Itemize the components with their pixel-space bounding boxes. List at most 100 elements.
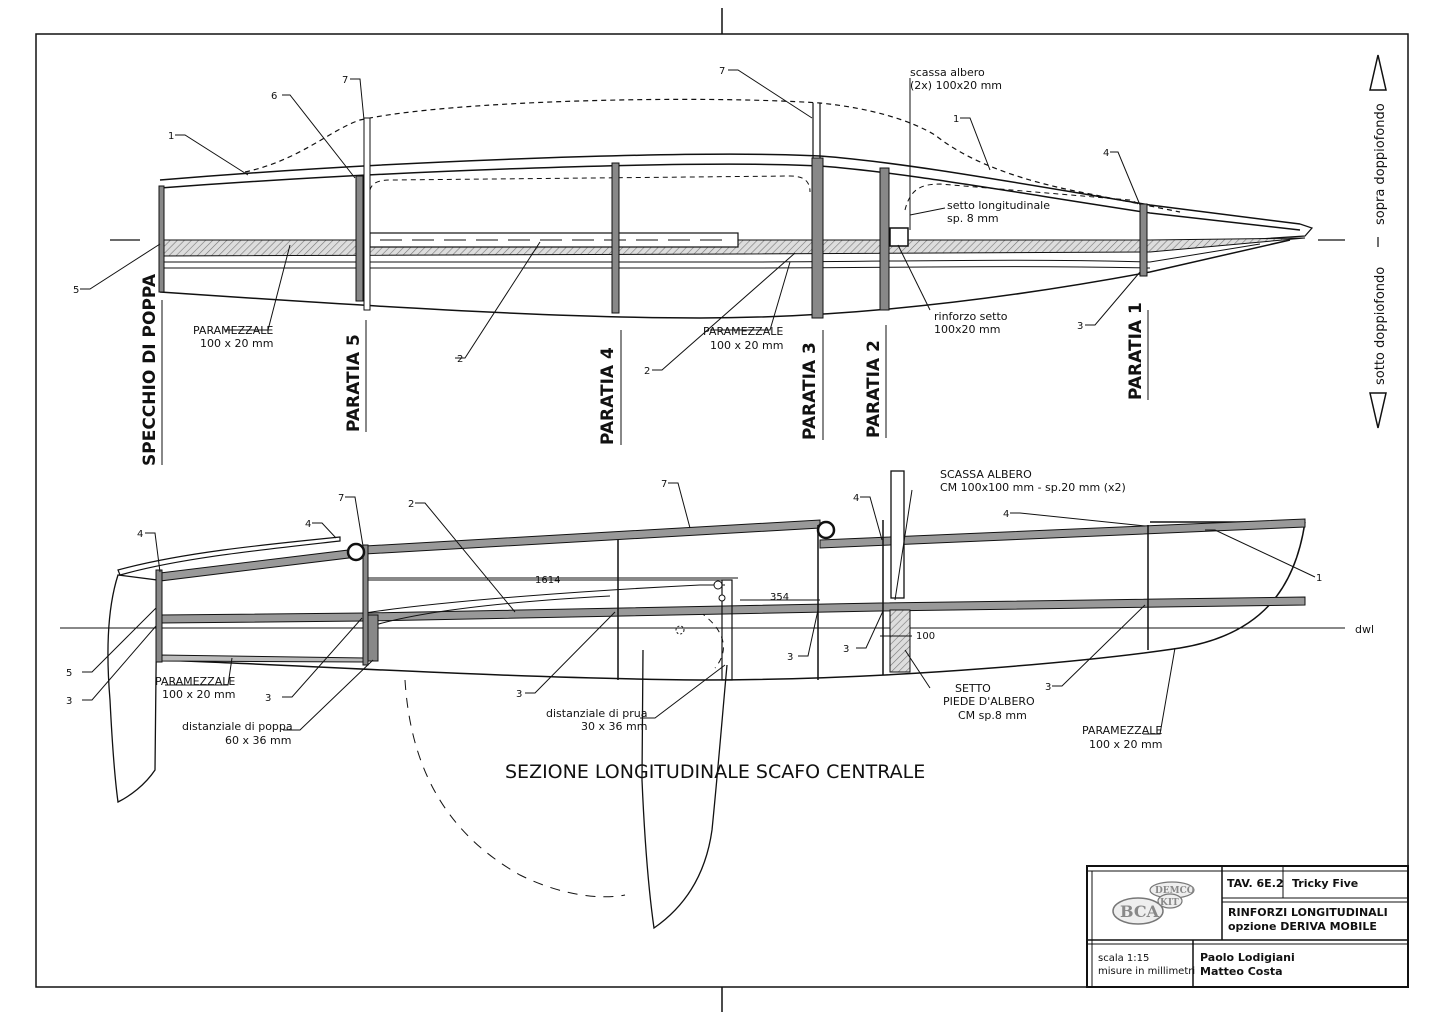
station-paratia-5: PARATIA 5	[344, 334, 364, 432]
daggerboard	[641, 649, 728, 930]
transom-frame	[158, 185, 165, 293]
callout-6: 6	[271, 91, 277, 102]
top-view	[80, 54, 1387, 465]
scassa-label-2: (2x) 100x20 mm	[910, 79, 1002, 92]
setto-long-label-2: sp. 8 mm	[947, 212, 999, 225]
rinforzo-label-2: 100x20 mm	[934, 323, 1000, 336]
subject-line-1: RINFORZI LONGITUDINALI	[1228, 906, 1388, 919]
station-paratia-1: PARATIA 1	[1126, 302, 1146, 400]
project-name: Tricky Five	[1292, 877, 1358, 890]
hull-lower-outline	[159, 239, 1291, 319]
author-1: Paolo Lodigiani	[1200, 951, 1295, 964]
mast-stub	[890, 470, 905, 599]
callout-1a: 1	[168, 131, 174, 142]
side-callout-5: 5	[66, 668, 72, 679]
bulkhead-5	[355, 175, 364, 302]
hull-side-outline	[159, 521, 1306, 681]
dwl-label: dwl	[1355, 623, 1374, 636]
dim-100: 100	[916, 631, 935, 642]
sheet-border	[35, 33, 1409, 988]
arrow-up-icon	[1369, 54, 1387, 91]
tube-aft	[346, 542, 366, 562]
daggerboard-case	[721, 579, 733, 681]
tube-fwd	[816, 520, 836, 540]
setto-long-label-1: setto longitudinale	[947, 199, 1050, 212]
side-callout-7b: 7	[661, 479, 667, 490]
arrow-down-icon	[1369, 392, 1387, 429]
side-callout-4c: 4	[853, 493, 859, 504]
station-paratia-4: PARATIA 4	[598, 347, 618, 445]
scassa-label-1: scassa albero	[910, 66, 985, 79]
side-view	[60, 470, 1345, 930]
callout-7b: 7	[719, 66, 725, 77]
bulkhead-1	[1139, 203, 1148, 277]
logo-demco: DEMCO	[1155, 886, 1195, 896]
side-callout-3f: 3	[1045, 682, 1051, 693]
station-paratia-2: PARATIA 2	[864, 340, 884, 438]
side-callout-3d: 3	[787, 652, 793, 663]
scale: scala 1:15	[1098, 953, 1149, 964]
section-title: SEZIONE LONGITUDINALE SCAFO CENTRALE	[505, 761, 925, 783]
deck-upper	[159, 547, 366, 582]
callout-4: 4	[1103, 148, 1109, 159]
bulkhead-4	[611, 162, 620, 314]
author-2: Matteo Costa	[1200, 965, 1283, 978]
subject-line-2: opzione DERIVA MOBILE	[1228, 920, 1377, 933]
side-callout-2: 2	[408, 499, 414, 510]
side-paramezzale-b-2: 100 x 20 mm	[1089, 738, 1162, 751]
deck-dashed-outline	[244, 98, 1181, 213]
setto-piede-albero	[889, 609, 911, 673]
paramezzale-top-a-1: PARAMEZZALE	[193, 324, 273, 337]
side-callout-3e: 3	[843, 644, 849, 655]
bulkhead-2	[879, 167, 890, 311]
side-callout-4d: 4	[1003, 509, 1009, 520]
dist-prua-1: distanziale di prua	[546, 707, 647, 720]
dim-354: 354	[770, 592, 789, 603]
side-scassa-2: CM 100x100 mm - sp.20 mm (x2)	[940, 481, 1126, 494]
side-setto-1: SETTO	[955, 682, 991, 695]
label-sotto-doppiofondo: sotto doppiofondo	[1373, 267, 1388, 385]
side-callout-3a: 3	[66, 696, 72, 707]
side-bulkhead-transom	[155, 569, 163, 663]
side-callout-7a: 7	[338, 493, 344, 504]
label-sopra-doppiofondo: sopra doppiofondo	[1373, 103, 1388, 225]
side-callout-3b: 3	[265, 693, 271, 704]
side-paramezzale-b-1: PARAMEZZALE	[1082, 724, 1162, 737]
side-callout-4b: 4	[305, 519, 311, 530]
dist-poppa-1: distanziale di poppa	[182, 720, 293, 733]
callout-1b: 1	[953, 114, 959, 125]
side-callout-3c: 3	[516, 689, 522, 700]
logo-bca: BCA	[1120, 902, 1160, 921]
paramezzale-top-b-1: PARAMEZZALE	[703, 325, 783, 338]
station-transom: SPECCHIO DI POPPA	[140, 273, 160, 466]
side-paramezzale-a-2: 100 x 20 mm	[162, 688, 235, 701]
side-bulkhead-5	[362, 544, 369, 666]
dim-1614: 1614	[535, 575, 560, 586]
bca-logo	[1112, 881, 1195, 925]
side-paramezzale-a-1: PARAMEZZALE	[155, 675, 235, 688]
units: misure in millimetri	[1098, 966, 1195, 977]
daggerboard-swing-arc	[404, 679, 626, 898]
callout-7a: 7	[342, 75, 348, 86]
dist-poppa-2: 60 x 36 mm	[225, 734, 291, 747]
hull-upper-outline	[159, 153, 1301, 225]
bulkhead-3	[811, 157, 824, 319]
rudder	[107, 574, 158, 803]
side-setto-3: CM sp.8 mm	[958, 709, 1027, 722]
callout-2b: 2	[644, 366, 650, 377]
tav-number: TAV. 6E.2	[1227, 877, 1284, 890]
paramezzale-top-b-2: 100 x 20 mm	[710, 339, 783, 352]
side-scassa-1: SCASSA ALBERO	[940, 468, 1032, 481]
station-paratia-3: PARATIA 3	[800, 342, 820, 440]
dist-prua-2: 30 x 36 mm	[581, 720, 647, 733]
logo-kit: KIT	[1160, 898, 1179, 908]
rinforzo-label-1: rinforzo setto	[934, 310, 1008, 323]
side-callout-4a: 4	[137, 529, 143, 540]
side-callout-1: 1	[1316, 573, 1322, 584]
title-block	[1086, 865, 1409, 988]
side-setto-2: PIEDE D'ALBERO	[943, 695, 1035, 708]
callout-5: 5	[73, 285, 79, 296]
tiller	[117, 536, 341, 576]
callout-3: 3	[1077, 321, 1083, 332]
